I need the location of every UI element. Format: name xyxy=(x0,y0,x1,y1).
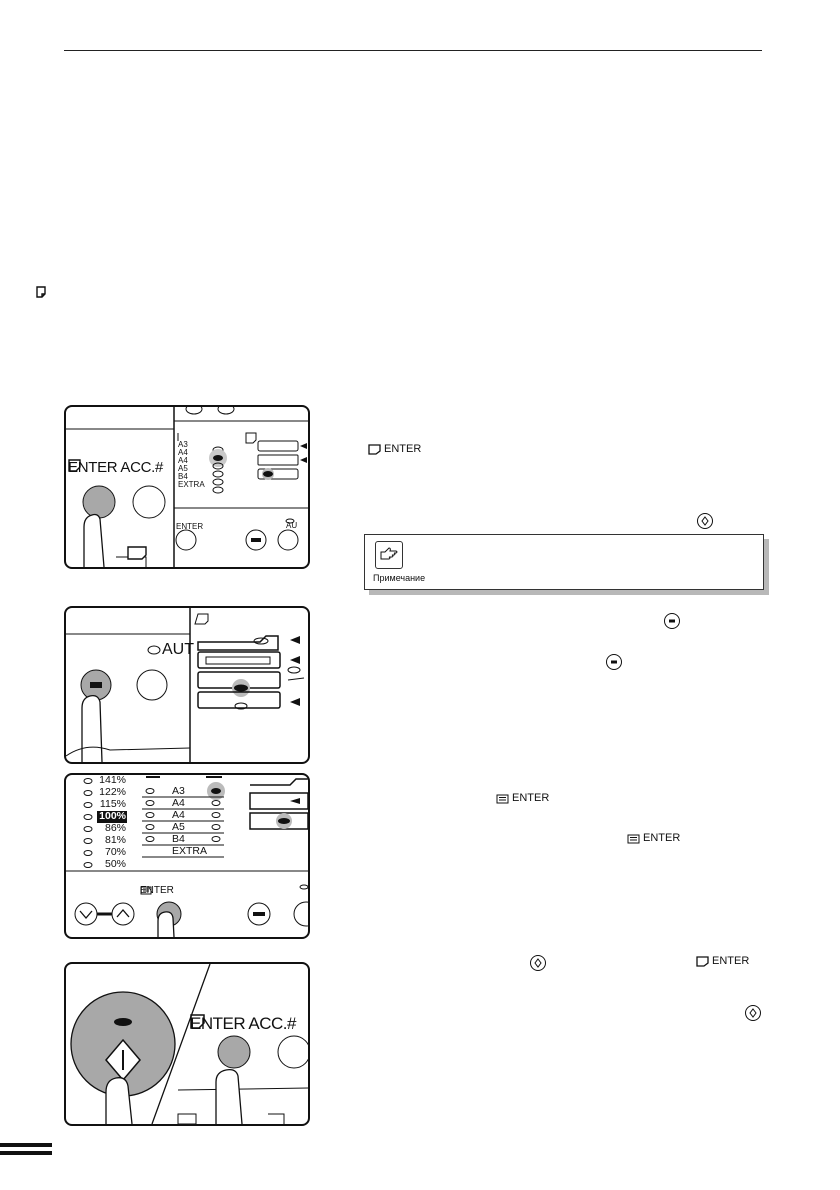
enter-sheet-icon xyxy=(696,955,709,967)
figure-paper-select-panel: ENTER ACC.# A3 A4 A4 A5 B4 EXTRA ENTER A… xyxy=(64,405,310,569)
paper-size-extra: EXTRA xyxy=(178,479,205,489)
ratio-100: 100% xyxy=(99,810,126,822)
enter-sheet-icon xyxy=(190,1014,205,1029)
top-rule xyxy=(64,50,762,51)
paper-size-a4r: A4 xyxy=(178,455,188,465)
auto-label: AU xyxy=(286,521,298,530)
minus-button-icon-2 xyxy=(606,654,622,670)
paper-size-a4: A4 xyxy=(178,447,188,457)
start-button-icon-2 xyxy=(530,955,546,971)
paper-size-leds xyxy=(209,446,227,494)
enter-sheet-icon xyxy=(368,443,381,455)
ratio-70: 70% xyxy=(104,846,126,858)
pointing-hand-icon xyxy=(375,541,403,569)
ratio-list: 141% 122% 115% 100% 86% 81% 70% 50% xyxy=(96,774,126,870)
enter-sheet-icon xyxy=(68,459,81,472)
figure-paper-tray-select: AUT xyxy=(64,606,310,764)
ratio-115: 115% xyxy=(99,798,126,810)
figure-ratio-panel: 141% 122% 115% 100% 86% 81% 70% 50% A3 A… xyxy=(64,773,310,939)
paper-sheet-icon xyxy=(36,286,46,298)
enter-key-label: ENTER xyxy=(176,522,204,531)
ratio-leds xyxy=(83,778,93,868)
size-a4: A4 xyxy=(172,797,185,809)
size-a5: A5 xyxy=(172,821,185,833)
note-label: Примечание xyxy=(373,573,426,583)
size-b4: B4 xyxy=(172,833,185,845)
tray-icon xyxy=(140,886,152,895)
tray-enter-label: ENTER xyxy=(140,885,174,896)
enter-label-1: ENTER xyxy=(368,443,421,455)
ratio-81: 81% xyxy=(104,834,126,846)
ratio-50: 50% xyxy=(104,858,126,870)
paper-size-a5: A5 xyxy=(178,463,188,473)
start-button-icon-3 xyxy=(745,1005,761,1021)
start-button-icon xyxy=(697,513,713,529)
ratio-122: 122% xyxy=(99,786,126,798)
auto-label: AUT xyxy=(162,641,194,658)
ratio-141: 141% xyxy=(99,774,126,786)
enter-acc-key-label: ENTER ACC.# xyxy=(68,459,164,476)
enter-acc-key-label: ENTER ACC.# xyxy=(190,1014,296,1033)
enter-label-2: ENTER xyxy=(496,792,549,804)
size-a3: A3 xyxy=(172,785,185,797)
tray-icon xyxy=(627,834,640,843)
tray-icon xyxy=(496,794,509,803)
paper-size-list-2: A3 A4 A4 A5 B4 EXTRA xyxy=(172,785,207,857)
size-extra: EXTRA xyxy=(172,845,208,857)
ratio-86: 86% xyxy=(104,822,126,834)
enter-label-3: ENTER xyxy=(627,832,680,844)
minus-button-icon xyxy=(664,613,680,629)
paper-size-list: A3 A4 A4 A5 B4 EXTRA xyxy=(178,441,205,488)
size-a4r: A4 xyxy=(172,809,185,821)
paper-size-b4: B4 xyxy=(178,471,188,481)
figure-start-and-enter: ENTER ACC.# xyxy=(64,962,310,1126)
paper-leds xyxy=(145,782,225,842)
paper-size-a3: A3 xyxy=(178,440,188,449)
note-box: Примечание xyxy=(364,534,764,590)
page-corner-marker xyxy=(0,1143,52,1159)
enter-label-4: ENTER xyxy=(696,955,749,967)
